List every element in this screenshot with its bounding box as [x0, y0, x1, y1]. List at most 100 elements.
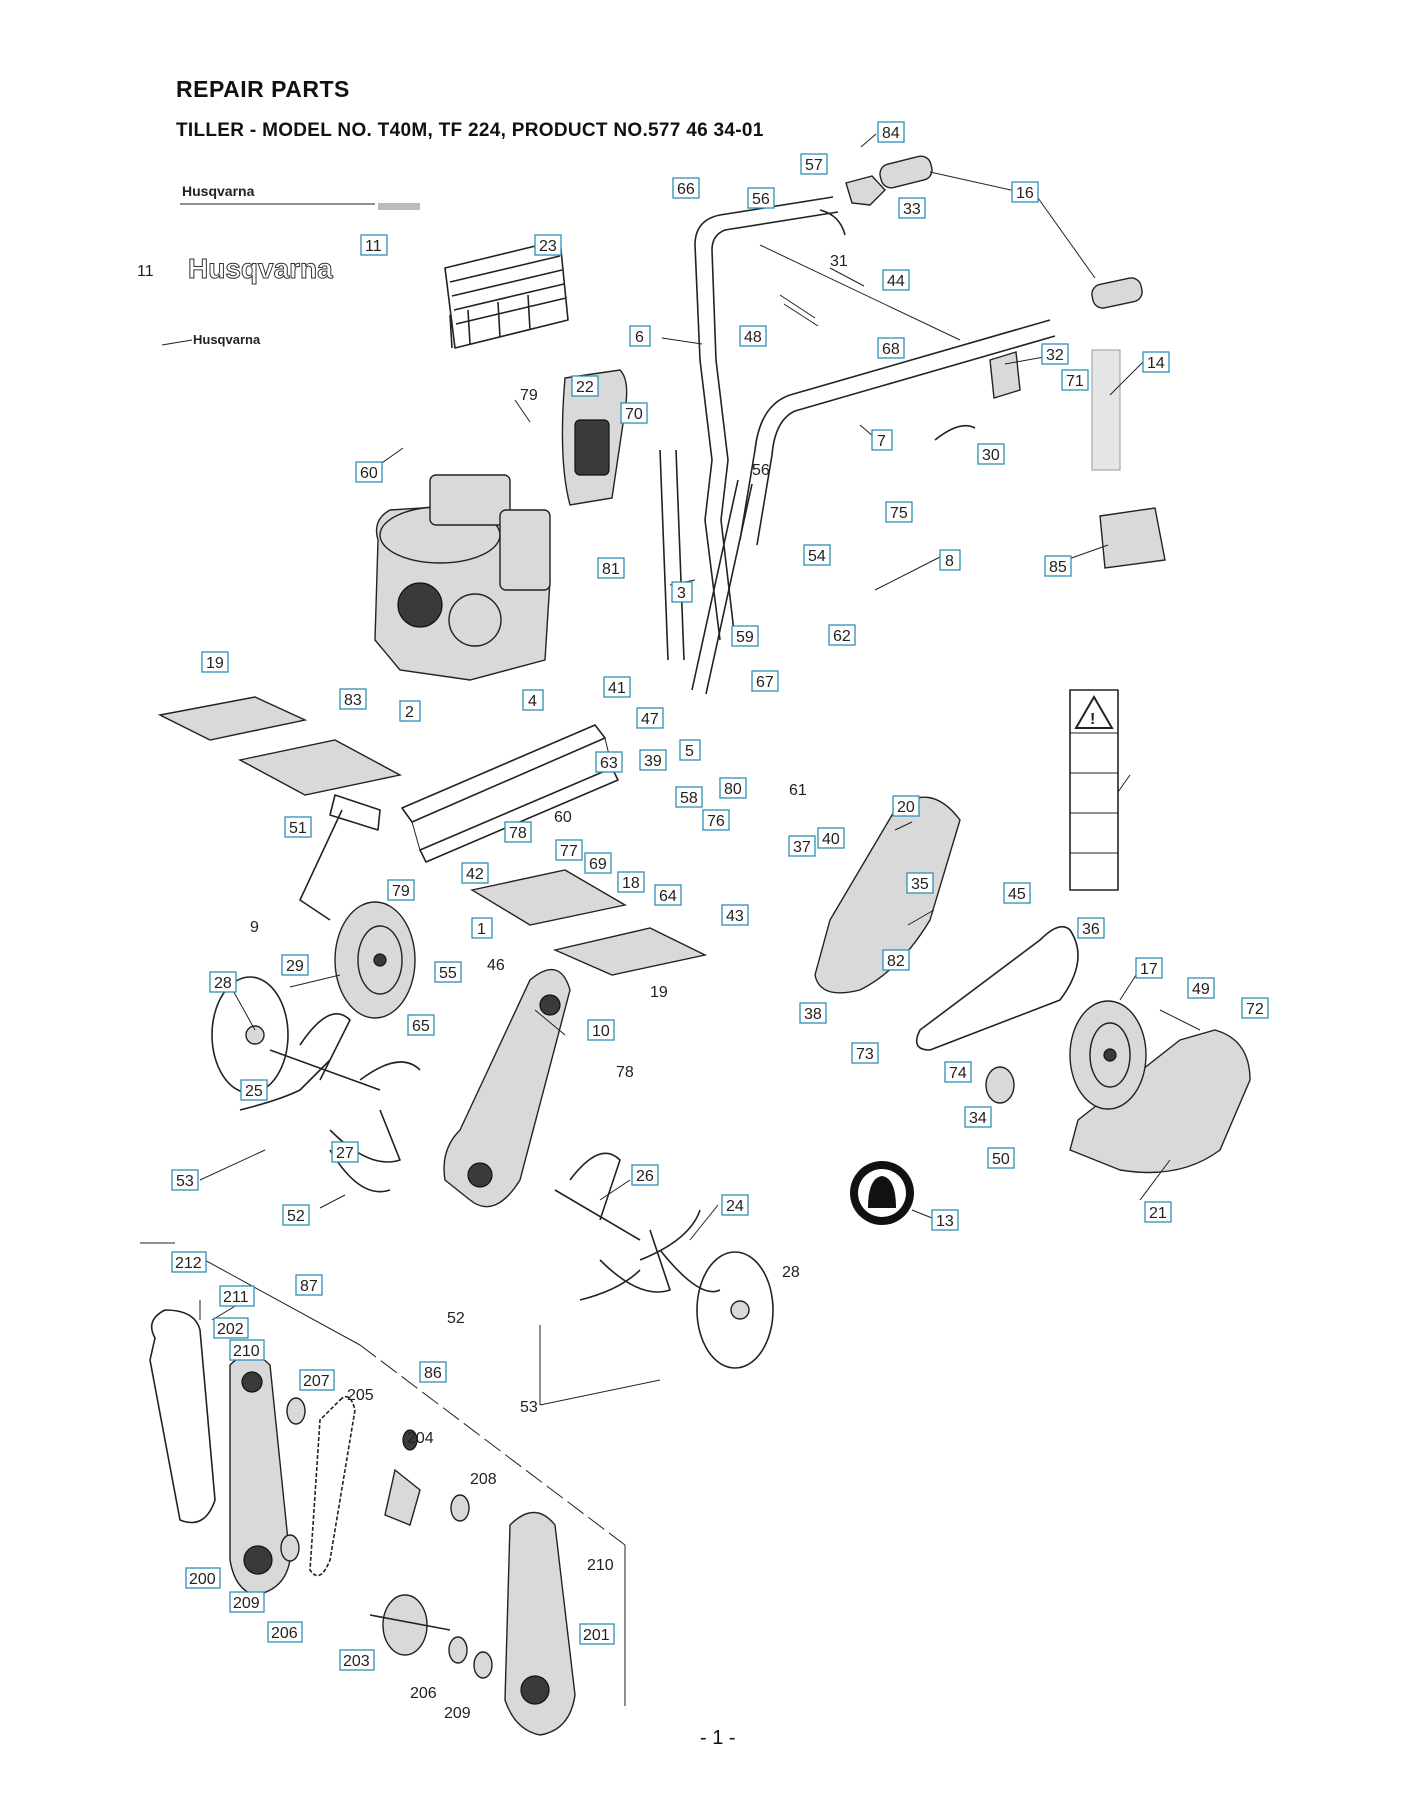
svg-text:13: 13: [936, 1213, 954, 1230]
svg-text:207: 207: [303, 1373, 330, 1390]
callout-60: 60: [355, 461, 383, 483]
callout-20: 20: [892, 795, 920, 817]
callout-206: 206: [267, 1621, 303, 1643]
svg-text:3: 3: [677, 585, 686, 602]
svg-text:85: 85: [1049, 559, 1067, 576]
callout-63: 63: [595, 751, 623, 773]
svg-text:82: 82: [887, 953, 905, 970]
mount-plate-2: [237, 739, 403, 796]
callout-81: 81: [597, 557, 625, 579]
callout-31: 31: [830, 253, 848, 270]
svg-text:25: 25: [245, 1083, 263, 1100]
callout-plain-56: 56: [752, 462, 770, 479]
belt-cover: [1069, 1029, 1251, 1174]
svg-text:19: 19: [206, 655, 224, 672]
callout-202: 202: [213, 1317, 249, 1339]
callout-plain-60: 60: [554, 809, 572, 826]
callout-30: 30: [977, 443, 1005, 465]
callout-plain-204: 204: [407, 1430, 434, 1447]
callout-35: 35: [906, 872, 934, 894]
callout-84: 84: [877, 121, 905, 143]
svg-text:62: 62: [833, 628, 851, 645]
callout-207: 207: [299, 1369, 335, 1391]
callout-73: 73: [851, 1042, 879, 1064]
svg-text:77: 77: [560, 843, 578, 860]
callout-55: 55: [434, 961, 462, 983]
svg-text:53: 53: [176, 1173, 194, 1190]
callout-plain-28: 28: [782, 1264, 800, 1281]
air-filter-cover: [561, 369, 628, 506]
callout-plain-208: 208: [470, 1471, 497, 1488]
callout-23: 23: [534, 234, 562, 256]
svg-text:31: 31: [830, 253, 848, 270]
callout-48: 48: [739, 325, 767, 347]
callout-plain-79: 79: [520, 387, 538, 404]
svg-text:23: 23: [539, 238, 557, 255]
svg-text:35: 35: [911, 876, 929, 893]
svg-text:24: 24: [726, 1198, 744, 1215]
callout-49: 49: [1187, 977, 1215, 999]
svg-text:22: 22: [576, 379, 594, 396]
svg-text:43: 43: [726, 908, 744, 925]
svg-text:84: 84: [882, 125, 900, 142]
callout-51: 51: [284, 816, 312, 838]
tine-shield-disc-right: [696, 1251, 774, 1369]
svg-text:36: 36: [1082, 921, 1100, 938]
decal-logo-large: Husqvarna: [188, 253, 334, 285]
callout-87: 87: [295, 1274, 323, 1296]
handlebar-lower: [739, 319, 1056, 546]
callout-62: 62: [828, 624, 856, 646]
svg-text:60: 60: [360, 465, 378, 482]
callout-plain-9: 9: [250, 919, 259, 936]
svg-text:27: 27: [336, 1145, 354, 1162]
svg-text:64: 64: [659, 888, 677, 905]
svg-text:4: 4: [528, 693, 537, 710]
callout-32: 32: [1041, 343, 1069, 365]
callout-34: 34: [964, 1106, 992, 1128]
svg-text:7: 7: [877, 433, 886, 450]
callout-plain-52: 52: [447, 1310, 465, 1327]
transport-wheel-axle: [299, 794, 381, 921]
callout-19: 19: [201, 651, 229, 673]
svg-text:39: 39: [644, 753, 662, 770]
gear-case: [443, 968, 571, 1208]
callout-27: 27: [331, 1141, 359, 1163]
callout-42: 42: [461, 862, 489, 884]
pulley: [1069, 1000, 1147, 1110]
tine-shield-disc-left: [211, 976, 289, 1094]
svg-text:10: 10: [592, 1023, 610, 1040]
tines-right: [554, 1152, 721, 1301]
svg-text:28: 28: [214, 975, 232, 992]
callout-1: 1: [471, 917, 493, 939]
callout-212: 212: [171, 1251, 207, 1273]
callout-209: 209: [229, 1591, 265, 1613]
sprocket-shaft: [369, 1594, 451, 1656]
svg-text:65: 65: [412, 1018, 430, 1035]
callout-3: 3: [671, 581, 693, 603]
callout-78: 78: [504, 821, 532, 843]
svg-text:67: 67: [756, 674, 774, 691]
svg-text:16: 16: [1016, 185, 1034, 202]
svg-text:63: 63: [600, 755, 618, 772]
callout-21: 21: [1144, 1201, 1172, 1223]
callout-67: 67: [751, 670, 779, 692]
decal-logo-small: Husqvarna: [180, 183, 420, 210]
page-subtitle: TILLER - MODEL NO. T40M, TF 224, PRODUCT…: [176, 120, 764, 141]
svg-text:78: 78: [509, 825, 527, 842]
svg-text:38: 38: [804, 1006, 822, 1023]
svg-text:70: 70: [625, 406, 643, 423]
callout-26: 26: [631, 1164, 659, 1186]
control-cables: [759, 209, 976, 441]
svg-text:2: 2: [405, 704, 414, 721]
callout-29: 29: [281, 954, 309, 976]
callout-68: 68: [877, 337, 905, 359]
decal-logo-medium: Husqvarna: [161, 332, 261, 347]
svg-text:55: 55: [439, 965, 457, 982]
callout-plain-209: 209: [444, 1705, 471, 1722]
callout-44: 44: [882, 269, 910, 291]
svg-text:33: 33: [903, 201, 921, 218]
svg-text:79: 79: [392, 883, 410, 900]
svg-text:Husqvarna: Husqvarna: [182, 183, 255, 199]
decal-sheet-85: [1099, 507, 1166, 569]
